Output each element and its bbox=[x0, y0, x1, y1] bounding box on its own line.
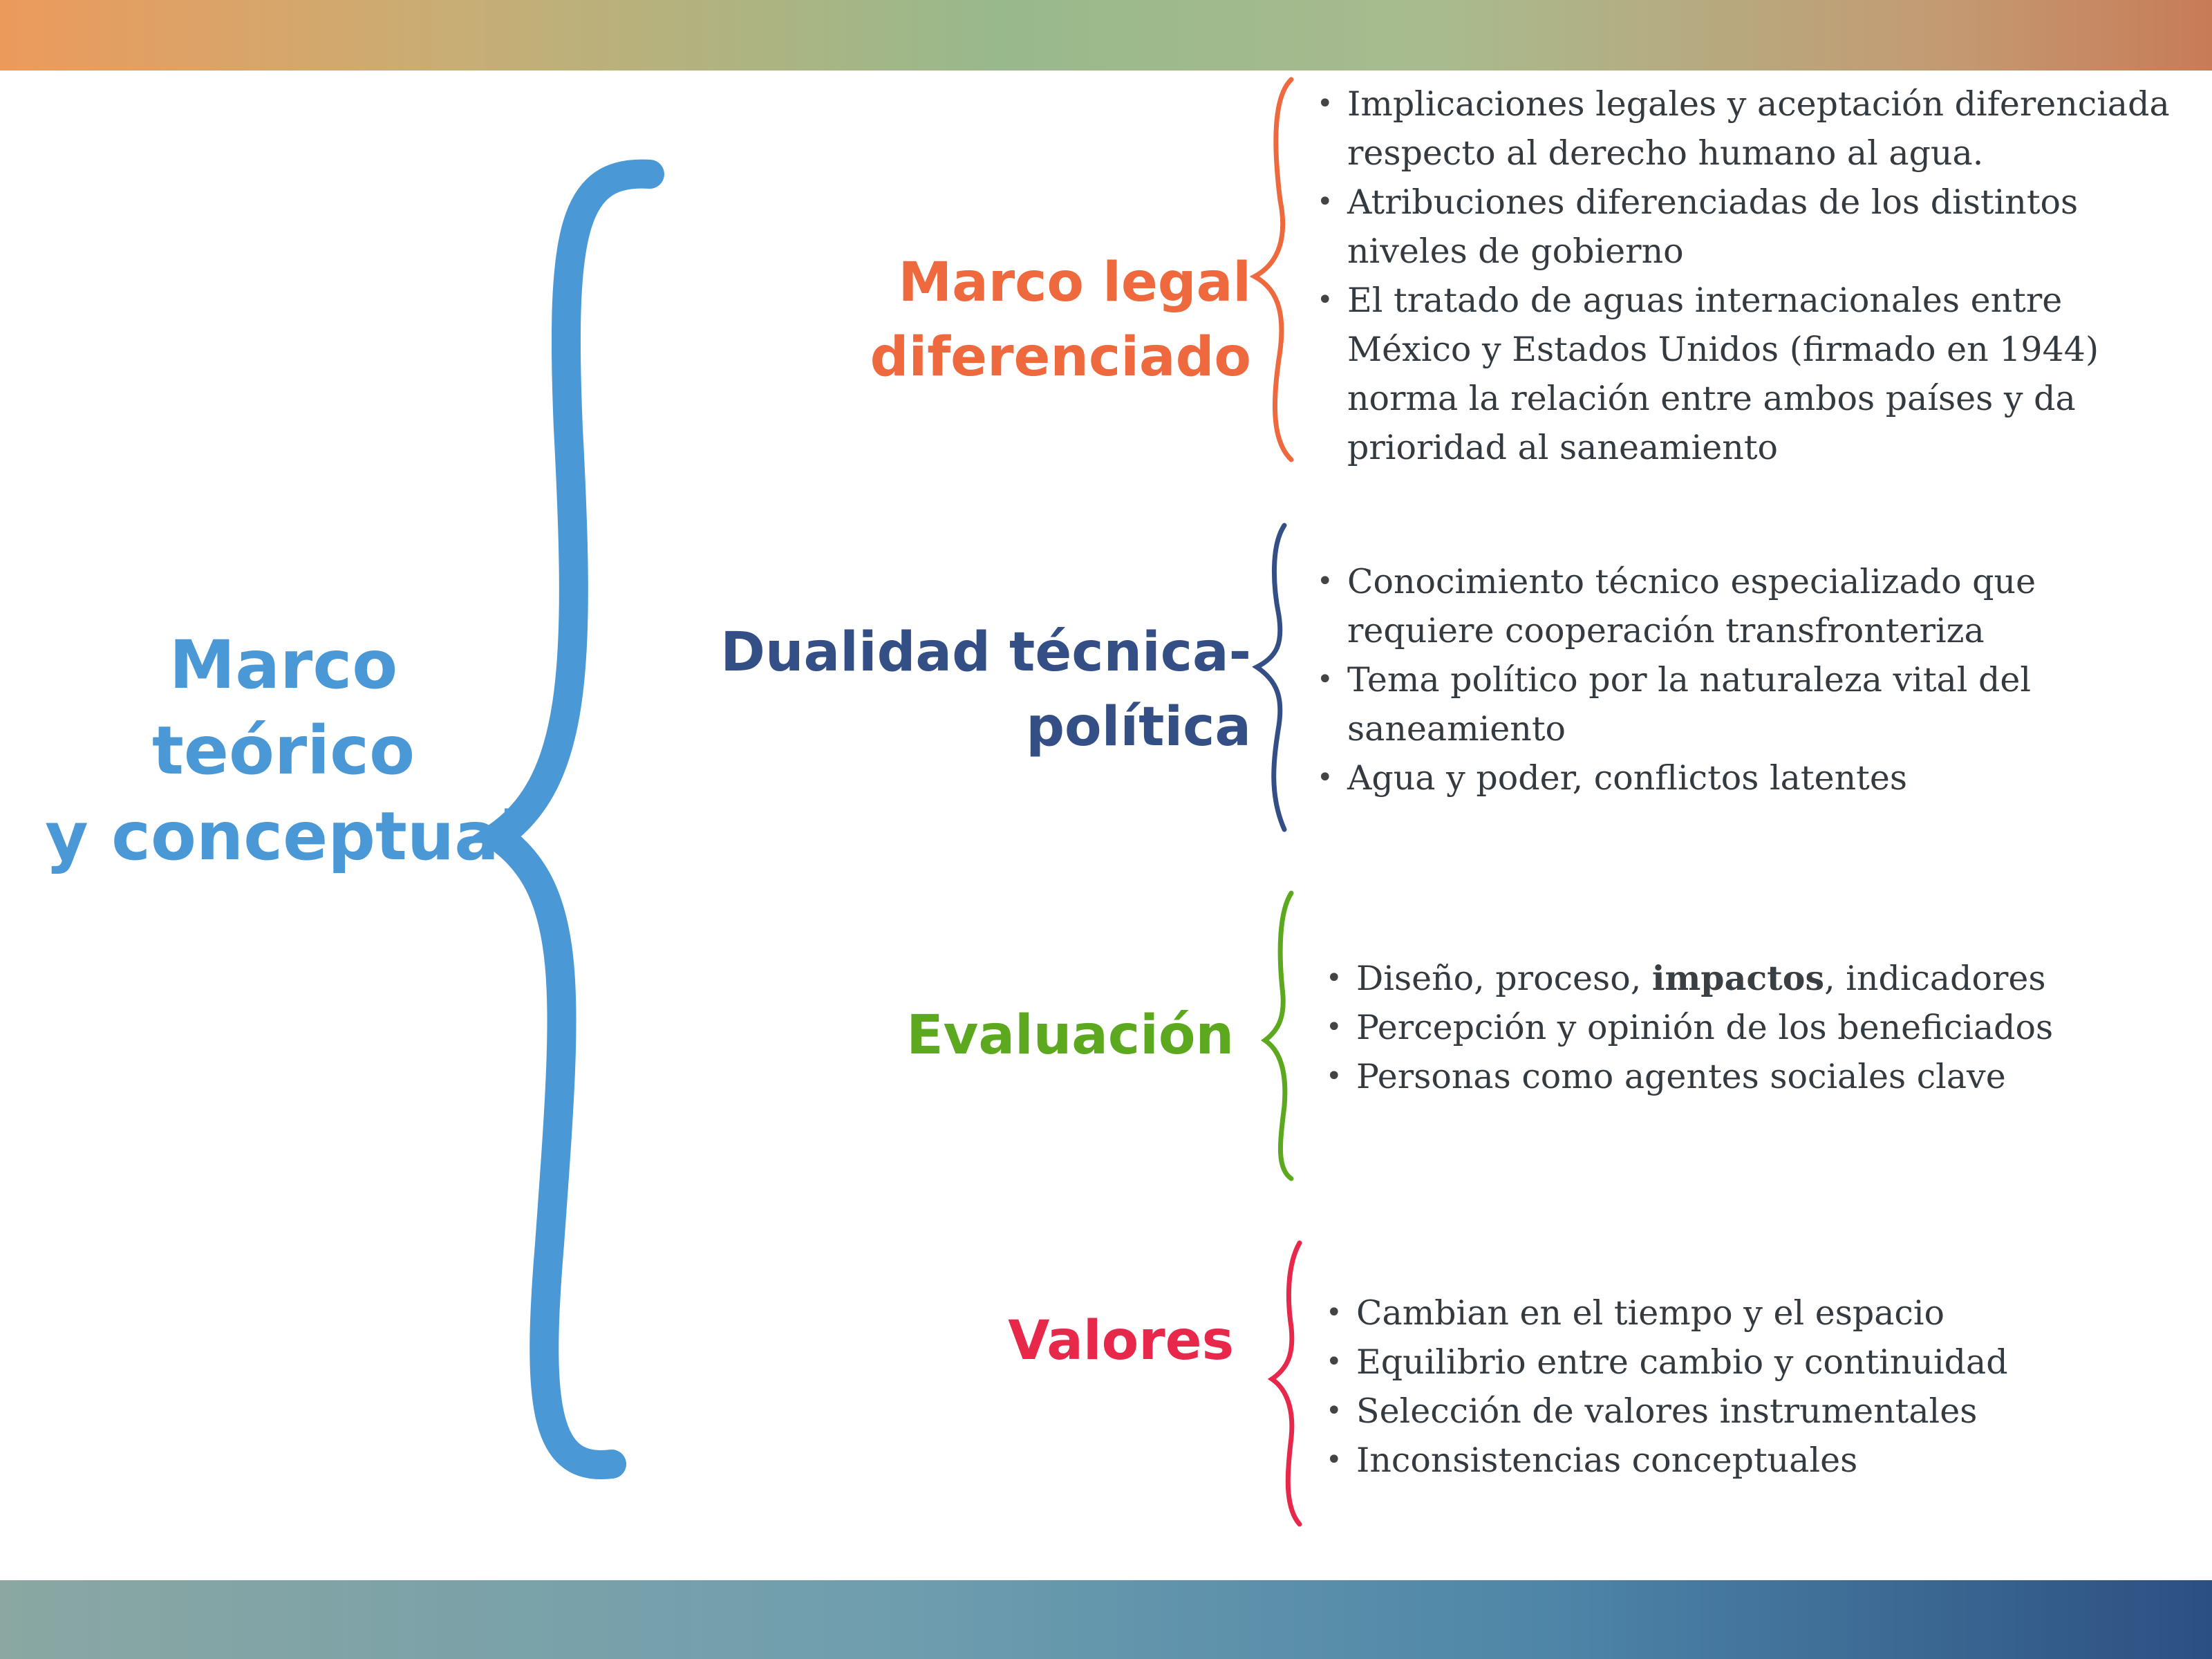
category-title-legal: Marco legal diferenciado bbox=[870, 245, 1251, 395]
list-item: Tema político por la naturaleza vital de… bbox=[1317, 655, 2174, 753]
list-item: El tratado de aguas internacionales entr… bbox=[1317, 276, 2174, 472]
category-title-line: política bbox=[1026, 696, 1251, 758]
bullet-list-legal: Implicaciones legales y aceptación difer… bbox=[1317, 79, 2174, 472]
category-title-eval: Evaluación bbox=[906, 998, 1234, 1073]
list-item: Atribuciones diferenciadas de los distin… bbox=[1317, 178, 2174, 276]
list-item: Cambian en el tiempo y el espacio bbox=[1326, 1288, 2183, 1338]
list-item: Percepción y opinión de los beneficiados bbox=[1326, 1003, 2183, 1052]
list-item: Inconsistencias conceptuales bbox=[1326, 1436, 2183, 1485]
top-gradient-band bbox=[0, 0, 2212, 71]
list-item: Implicaciones legales y aceptación difer… bbox=[1317, 79, 2174, 178]
list-item: Agua y poder, conflictos latentes bbox=[1317, 753, 2174, 803]
list-item: Equilibrio entre cambio y continuidad bbox=[1326, 1338, 2183, 1387]
main-brace bbox=[472, 159, 664, 1480]
bottom-gradient-band bbox=[0, 1580, 2212, 1659]
bullet-list-valores: Cambian en el tiempo y el espacio Equili… bbox=[1326, 1288, 2183, 1485]
category-title-dual: Dualidad técnica- política bbox=[720, 615, 1251, 765]
brace-dual bbox=[1252, 523, 1287, 832]
main-title-line: y conceptual bbox=[45, 798, 522, 875]
category-title-line: Valores bbox=[1008, 1310, 1234, 1372]
category-title-line: Evaluación bbox=[906, 1004, 1234, 1067]
brace-legal bbox=[1249, 77, 1294, 462]
list-item: Selección de valores instrumentales bbox=[1326, 1387, 2183, 1436]
category-title-line: Dualidad técnica- bbox=[720, 621, 1251, 684]
category-title-line: diferenciado bbox=[870, 326, 1251, 388]
bullet-list-dual: Conocimiento técnico especializado que r… bbox=[1317, 557, 2174, 803]
emphasized-word: impactos bbox=[1651, 958, 1825, 998]
list-item: Personas como agentes sociales clave bbox=[1326, 1052, 2183, 1101]
main-title-line: teórico bbox=[151, 712, 415, 789]
brace-eval bbox=[1260, 890, 1294, 1181]
category-title-valores: Valores bbox=[1008, 1304, 1234, 1378]
bullet-list-eval: Diseño, proceso, impactos, indicadores P… bbox=[1326, 954, 2183, 1101]
brace-valores bbox=[1267, 1240, 1302, 1527]
category-title-line: Marco legal bbox=[898, 252, 1251, 314]
main-title-line: Marco bbox=[169, 626, 398, 704]
main-title: Marco teórico y conceptual bbox=[41, 622, 525, 879]
list-item: Conocimiento técnico especializado que r… bbox=[1317, 557, 2174, 655]
eval-item-first: Diseño, proceso, impactos, indicadores bbox=[1356, 958, 2046, 998]
list-item: Diseño, proceso, impactos, indicadores bbox=[1326, 954, 2183, 1003]
